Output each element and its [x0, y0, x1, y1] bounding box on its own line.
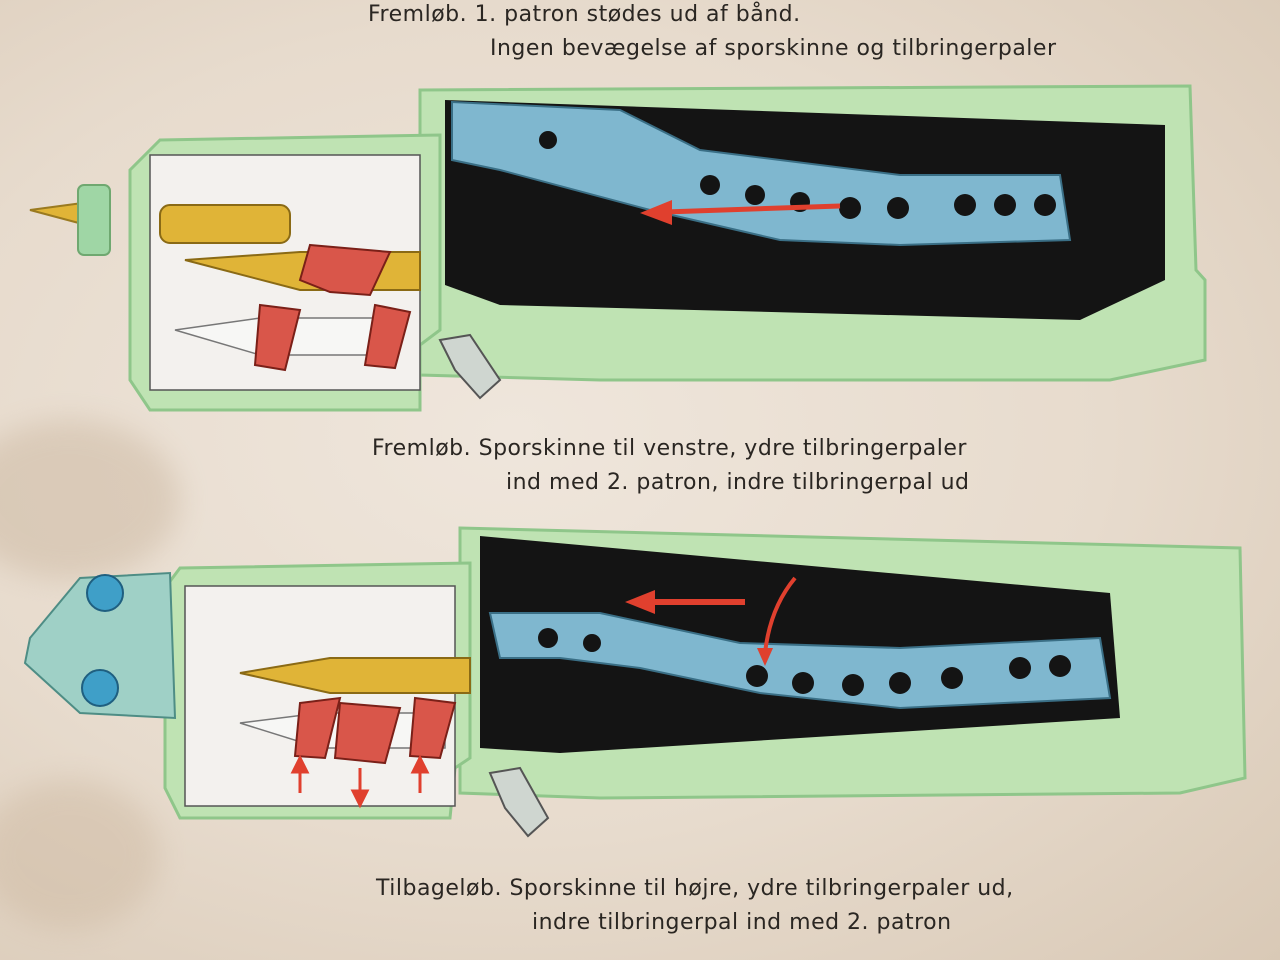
caption-2-line1: Sporskinne til venstre, ydre tilbringerp… — [478, 436, 967, 461]
feed-pawl-inner — [333, 701, 402, 765]
slide-holes — [538, 628, 1071, 696]
cartridge-1 — [239, 657, 471, 694]
pawl-arrows — [290, 754, 430, 809]
caption-1-line1: 1. patron stødes ud af bånd. — [474, 2, 801, 27]
slide-hole — [842, 674, 864, 696]
slide-hole — [583, 634, 601, 652]
feed-pawl-inner — [363, 303, 412, 370]
slide-hole — [745, 185, 765, 205]
cartridge-1 — [159, 204, 291, 244]
caption-3-label: Tilbageløb. — [376, 876, 502, 901]
slide-hole — [700, 175, 720, 195]
slide-hole — [887, 197, 909, 219]
motion-arrow — [625, 590, 745, 614]
trigger-lever — [438, 333, 502, 400]
down-arrowhead — [350, 789, 370, 809]
up-arrowhead — [410, 754, 430, 774]
cutaway-diagram-1 — [29, 84, 1207, 412]
slide-hole — [792, 672, 814, 694]
caption-1-line2: Ingen bevægelse af sporskinne og tilbrin… — [490, 36, 1057, 61]
feed-chamber — [184, 585, 456, 807]
slide-hole — [1034, 194, 1056, 216]
feed-pawl-outer — [408, 696, 457, 760]
slide-hole — [746, 665, 768, 687]
slide-hole — [941, 667, 963, 689]
motion-arrow — [640, 200, 841, 225]
feed-pawl-outer — [298, 243, 392, 297]
slide-hole — [538, 628, 558, 648]
caption-3: Tilbageløb. Sporskinne til højre, ydre t… — [376, 872, 1014, 940]
slide-hole — [889, 672, 911, 694]
caption-1: Fremløb. 1. patron stødes ud af bånd. In… — [368, 0, 1057, 66]
caption-2-line2: ind med 2. patron, indre tilbringerpal u… — [506, 470, 970, 495]
caption-3-line1: Sporskinne til højre, ydre tilbringerpal… — [509, 876, 1014, 901]
feed-slide — [451, 100, 1072, 247]
barrel-stud — [86, 574, 124, 612]
curved-arrow — [757, 576, 797, 666]
slide-hole — [839, 197, 861, 219]
caption-2-label: Fremløb. — [372, 436, 472, 461]
slide-holes — [539, 131, 1056, 219]
gun-mechanism-figure-1 — [0, 80, 1280, 420]
slide-hole — [539, 131, 557, 149]
feed-pawl-inner — [253, 303, 302, 372]
caption-1-label: Fremløb. — [368, 2, 468, 27]
barrel-stud — [81, 669, 119, 707]
slide-hole — [994, 194, 1016, 216]
caption-3-line2: indre tilbringerpal ind med 2. patron — [532, 910, 952, 935]
feed-pawl-outer — [293, 696, 342, 760]
paper-stain — [0, 420, 180, 580]
cutaway-diagram-2 — [23, 526, 1247, 838]
paper-stain — [0, 780, 160, 930]
barrel-cap — [23, 571, 177, 720]
caption-2: Fremløb. Sporskinne til venstre, ydre ti… — [372, 432, 969, 500]
slide-hole — [1049, 655, 1071, 677]
slide-hole — [1009, 657, 1031, 679]
trigger-lever — [488, 766, 550, 838]
up-arrowhead — [290, 754, 310, 774]
gun-mechanism-figure-2 — [0, 518, 1280, 863]
muzzle-block — [77, 184, 111, 256]
slide-hole — [954, 194, 976, 216]
